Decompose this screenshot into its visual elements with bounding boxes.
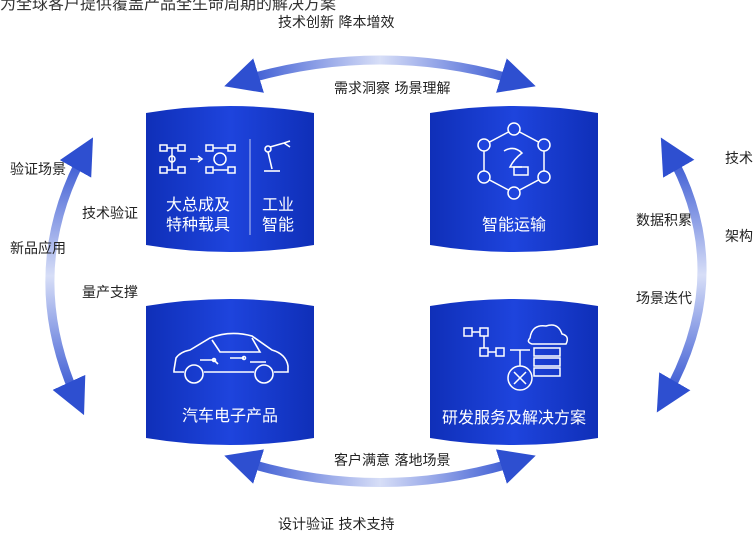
- label-bottom-outer: 设计验证 技术支持: [278, 517, 395, 533]
- top-cut-title: 为全球客户提供覆盖产品全生命周期的解决方案: [0, 0, 337, 13]
- label-left-mass: 量产支撑: [82, 285, 138, 301]
- car-circuit-icon: [173, 332, 289, 384]
- block-bl-label: 汽车电子产品: [181, 406, 278, 425]
- robot-arm-icon: [264, 140, 291, 172]
- label-right-cut-2: 架构: [725, 229, 753, 245]
- right-arrow: [656, 137, 707, 413]
- block-tr-label: 智能运输: [481, 215, 546, 234]
- chassis-icon: [159, 144, 236, 174]
- label-left-tech: 技术验证: [82, 206, 138, 222]
- top-arrow: [224, 55, 536, 93]
- network-hub-icon: [477, 122, 551, 200]
- label-top-outer: 技术创新 降本增效: [278, 15, 395, 31]
- block-br-label: 研发服务及解决方案: [441, 408, 586, 427]
- left-arrow: [45, 137, 94, 416]
- block-bottom-left: 汽车电子产品: [146, 296, 314, 448]
- label-bottom-inner: 客户满意 落地场景: [334, 453, 451, 469]
- block-bottom-right: 研发服务及解决方案: [430, 296, 598, 448]
- bottom-arrow: [224, 449, 536, 487]
- block-top-right: 智能运输: [430, 103, 598, 255]
- block-tl-left-label: 大总成及 特种载具: [165, 195, 230, 234]
- block-tl-right-label: 工业 智能: [261, 195, 294, 234]
- cloud-server-icon: [463, 324, 569, 391]
- label-left-new: 新品应用: [10, 241, 66, 257]
- label-left-scene: 验证场景: [10, 162, 66, 178]
- label-right-data: 数据积累: [636, 213, 692, 229]
- label-right-cut-1: 技术: [725, 151, 753, 167]
- label-right-iter: 场景迭代: [636, 291, 692, 307]
- block-top-left: 大总成及 特种载具 工业 智能: [146, 103, 314, 255]
- label-top-inner: 需求洞察 场景理解: [334, 81, 451, 97]
